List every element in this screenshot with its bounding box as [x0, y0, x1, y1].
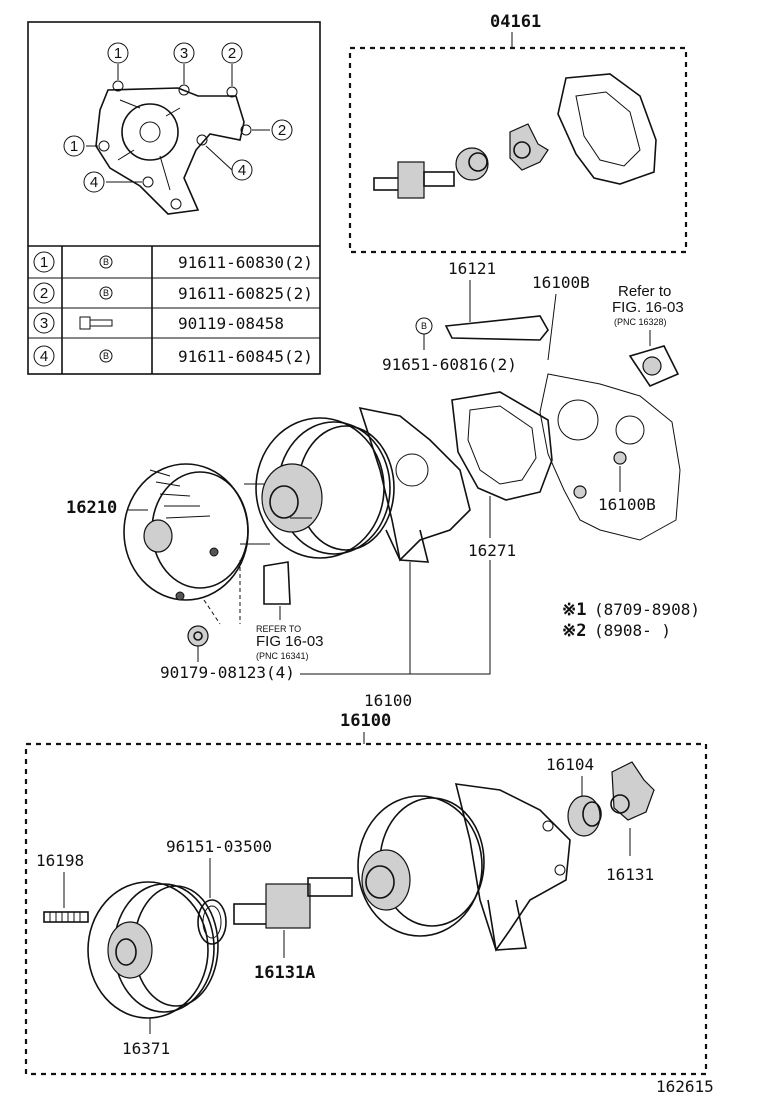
kit-rotor: [509, 123, 549, 171]
snap-ring: [197, 899, 227, 945]
kit-shaft-bearing: [373, 161, 455, 199]
label-bolt-with-b: 91651-60816(2): [382, 355, 517, 374]
bolt-head-symbol-2: B: [103, 288, 109, 298]
lower-exploded-group: 16100 16198 16371 96151-03500: [24, 711, 708, 1076]
bolt-table-marker-1: 1: [40, 254, 48, 271]
bolt-table-marker-3: 3: [40, 315, 48, 332]
label-stud: 16198: [36, 851, 84, 870]
kit-seal: [455, 147, 489, 181]
refer-note-line2: FIG. 16-03: [612, 299, 684, 316]
kit-gasket: [557, 73, 657, 185]
bolt-b-symbol: B: [421, 321, 427, 331]
label-seat: 16104: [546, 755, 594, 774]
flange-bolt-icon: [79, 316, 91, 330]
marker-3-top: 3: [180, 45, 188, 62]
water-pump-pulley: [255, 417, 395, 559]
marker-2-right: 2: [278, 122, 286, 139]
pump-body-lower: [357, 783, 571, 952]
shaft-16131A: [233, 877, 353, 929]
bolt-part-number-1: 91611-60830(2): [178, 253, 313, 272]
bolt-head-symbol-4: B: [103, 351, 109, 361]
label-gasket: 16271: [468, 541, 516, 560]
label-assy: 16100: [364, 691, 412, 710]
refer2-line3: (PNC 16341): [256, 651, 309, 661]
label-ring: 96151-03500: [166, 837, 272, 856]
note-2-mark: ※2: [562, 621, 586, 641]
note-2-range: (8908- ): [594, 621, 671, 640]
fan-coupling: [123, 463, 249, 601]
bolt-part-number-2: 91611-60825(2): [178, 284, 313, 303]
lower-group-number: 16100: [340, 711, 391, 731]
bracket-16121: [444, 315, 549, 341]
rotor-16131: [610, 761, 655, 821]
nut: [187, 625, 209, 647]
label-bracket: 16121: [448, 259, 496, 278]
upper-assembly: 16121 B 91651-60816(2) 16100B Refer to F…: [66, 259, 700, 710]
bolt-part-number-3: 90119-08458: [178, 314, 284, 333]
marker-4-left: 4: [90, 174, 98, 191]
water-pump-body: [358, 406, 471, 563]
bolt-location-inset: 1 3 2 2 1 4 4: [27, 21, 321, 375]
kit-group-number: 04161: [490, 12, 541, 32]
figure-number: 162615: [656, 1077, 714, 1096]
label-coupling: 16210: [66, 498, 117, 518]
marker-2-top: 2: [228, 45, 236, 62]
refer-note-line1: Refer to: [618, 283, 671, 300]
small-gasket: [263, 561, 291, 605]
note-1-mark: ※1: [562, 600, 586, 620]
marker-1-top: 1: [114, 45, 122, 62]
bolt-part-number-4: 91611-60845(2): [178, 347, 313, 366]
pulley-16371: [87, 881, 219, 1019]
label-stud-upper: 16100B: [532, 273, 590, 292]
gasket-kit-group: 04161: [348, 12, 688, 254]
refer2-line1: REFER TO: [256, 624, 301, 634]
label-shaft: 16131A: [254, 963, 315, 983]
bolt-head-symbol-1: B: [103, 257, 109, 267]
gasket-16271: [451, 391, 553, 501]
note-1-range: (8709-8908): [594, 600, 700, 619]
label-rotor: 16131: [606, 865, 654, 884]
label-nut: 90179-08123(4): [160, 663, 295, 682]
engine-block-outline: [539, 373, 681, 541]
stud-16198: [43, 911, 89, 923]
label-stud-lower: 16100B: [598, 495, 656, 514]
bolt-table: 1 B 91611-60830(2) 2 B 91611-60825(2) 3 …: [28, 246, 320, 374]
label-pulley: 16371: [122, 1039, 170, 1058]
thermostat-outlet: [628, 345, 680, 387]
refer-note-line3: (PNC 16328): [614, 317, 667, 327]
bolt-table-marker-4: 4: [40, 348, 48, 365]
marker-1-left: 1: [70, 138, 78, 155]
marker-4-right: 4: [238, 162, 246, 179]
bolt-table-marker-2: 2: [40, 285, 48, 302]
refer2-line2: FIG 16-03: [256, 633, 324, 650]
seat-16104: [567, 795, 602, 837]
